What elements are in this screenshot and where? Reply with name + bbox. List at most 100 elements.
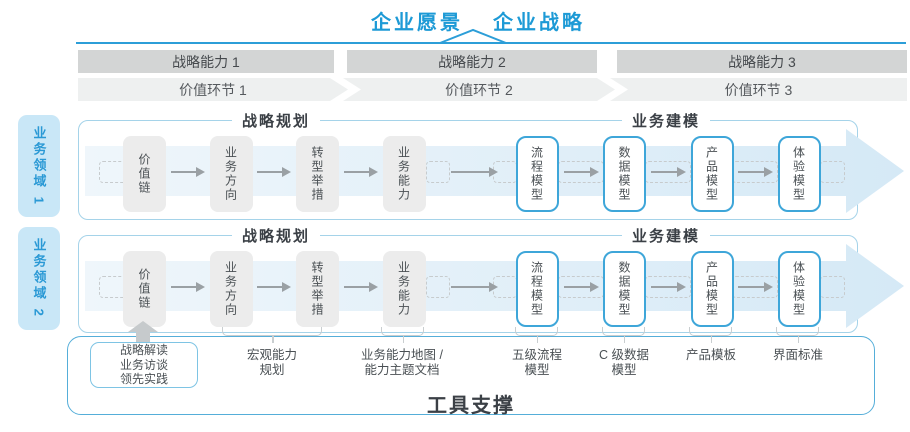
flow-arrow-icon: [451, 166, 498, 177]
tool-label-macro-capability: 宏观能力 规划: [207, 348, 337, 378]
practice-line: 业务访谈: [119, 357, 168, 372]
capability-bar-2: 战略能力 2: [347, 50, 597, 73]
domain-tab-label: 业务领域 1: [31, 125, 47, 207]
step-experience-model: 体验模型: [777, 136, 821, 212]
flow-arrow-icon: [738, 166, 773, 177]
step-transformation: 转型举措: [296, 136, 339, 212]
step-business-capability: 业务能力: [382, 251, 426, 327]
tool-label-line: 业务能力地图 /: [361, 348, 443, 362]
arrow-up-shaft: [136, 332, 150, 343]
placeholder-dashed-box: [426, 276, 450, 298]
step-transformation: 转型举措: [296, 251, 339, 327]
value-chain-label: 价值环节 1: [179, 81, 247, 98]
flow-arrow-icon: [257, 281, 291, 292]
tool-label-line: 界面标准: [772, 348, 823, 362]
vision-title: 企业愿景: [371, 12, 463, 34]
step-label: 产品模型: [704, 146, 719, 202]
tool-label-line: 五级流程: [511, 348, 562, 362]
strategy-divider: [76, 28, 906, 44]
step-label: 价值链: [137, 268, 151, 310]
value-chain-segment-2: 价值环节 2: [343, 78, 615, 101]
tool-label-line: 模型: [524, 363, 550, 377]
step-label: 业务方向: [223, 146, 238, 202]
strategy-title: 企业战略: [493, 12, 585, 34]
domain-tab-1: 业务领域 1: [18, 115, 60, 217]
group-bracket: [776, 327, 819, 343]
flow-arrow-icon: [738, 281, 773, 292]
domain-row-1: 价值链 业务方向 转型举措 业务能力 流程模型 数据模型 产品模型 体验模型 战…: [78, 110, 904, 220]
step-data-model: 数据模型: [603, 136, 646, 212]
step-process-model: 流程模型: [515, 251, 559, 327]
value-chain-label: 价值环节 2: [445, 81, 513, 98]
caret-up-icon: [439, 28, 507, 44]
page-title: 企业愿景 企业战略: [371, 6, 585, 35]
step-label: 业务能力: [396, 146, 411, 202]
domain-tab-2: 业务领域 2: [18, 227, 60, 330]
tools-support-title: 工具支撑: [427, 395, 515, 417]
tool-label-line: 规划: [259, 363, 285, 377]
tool-label-line: 产品模板: [685, 348, 736, 362]
flow-arrow-icon: [651, 281, 686, 292]
group-bracket: [381, 327, 424, 343]
group-bracket: [222, 327, 322, 343]
group-bracket: [689, 327, 732, 343]
capability-bar-label: 战略能力 2: [438, 53, 506, 70]
step-experience-model: 体验模型: [777, 251, 821, 327]
step-label: 业务方向: [223, 261, 238, 317]
step-process-model: 流程模型: [515, 136, 559, 212]
step-label: 体验模型: [791, 261, 806, 317]
flow-arrow-icon: [563, 166, 599, 177]
tool-label-line: 宏观能力: [246, 348, 297, 362]
value-chain-segment-1: 价值环节 1: [78, 78, 348, 101]
practice-box: 战略解读 业务访谈 领先实践: [90, 342, 198, 388]
flow-arrow-icon: [257, 166, 291, 177]
flow-arrow-icon: [651, 166, 686, 177]
step-business-capability: 业务能力: [382, 136, 426, 212]
tools-support-container: [67, 336, 875, 415]
flow-arrow-icon: [343, 281, 378, 292]
step-label: 流程模型: [529, 146, 544, 202]
capability-bar-label: 战略能力 1: [172, 53, 240, 70]
step-label: 业务能力: [396, 261, 411, 317]
step-product-model: 产品模型: [690, 136, 734, 212]
step-label: 流程模型: [529, 261, 544, 317]
tool-label-process-model: 五级流程 模型: [472, 348, 602, 378]
domain-row-2: 价值链 业务方向 转型举措 业务能力 流程模型 数据模型 产品模型 体验模型 战…: [78, 225, 904, 333]
flow-arrow-icon: [451, 281, 498, 292]
placeholder-dashed-box: [426, 161, 450, 183]
step-product-model: 产品模型: [690, 251, 734, 327]
placeholder-dashed-box: [820, 161, 845, 183]
group-bracket: [602, 327, 645, 343]
step-business-direction: 业务方向: [209, 251, 253, 327]
step-data-model: 数据模型: [603, 251, 646, 327]
step-label: 价值链: [137, 153, 151, 195]
section-header-business-modeling: 业务建模: [621, 225, 711, 246]
group-bracket: [515, 327, 558, 343]
value-chain-segment-3: 价值环节 3: [610, 78, 907, 101]
step-label: 转型举措: [310, 146, 324, 202]
domain-tab-label: 业务领域 2: [31, 238, 47, 319]
tool-label-data-model: C 级数据 模型: [559, 348, 689, 378]
flow-arrow-icon: [171, 281, 205, 292]
step-business-direction: 业务方向: [209, 136, 253, 212]
section-header-strategic-planning: 战略规划: [231, 110, 321, 131]
capability-bar-1: 战略能力 1: [78, 50, 334, 73]
capability-bar-3: 战略能力 3: [617, 50, 907, 73]
flow-arrow-icon: [343, 166, 378, 177]
tool-label-line: C 级数据: [598, 348, 649, 362]
flow-arrow-icon: [563, 281, 599, 292]
section-header-strategic-planning: 战略规划: [231, 225, 321, 246]
capability-bar-label: 战略能力 3: [728, 53, 796, 70]
tool-label-capability-map: 业务能力地图 / 能力主题文档: [337, 348, 467, 378]
step-label: 数据模型: [617, 146, 631, 202]
step-label: 产品模型: [704, 261, 719, 317]
tool-label-line: 能力主题文档: [364, 363, 440, 377]
step-value-chain: 价值链: [123, 251, 166, 327]
section-header-business-modeling: 业务建模: [621, 110, 711, 131]
step-label: 数据模型: [617, 261, 631, 317]
step-value-chain: 价值链: [123, 136, 166, 212]
tool-label-product-template: 产品模板: [646, 348, 776, 363]
value-chain-label: 价值环节 3: [724, 81, 793, 98]
step-label: 体验模型: [791, 146, 806, 202]
